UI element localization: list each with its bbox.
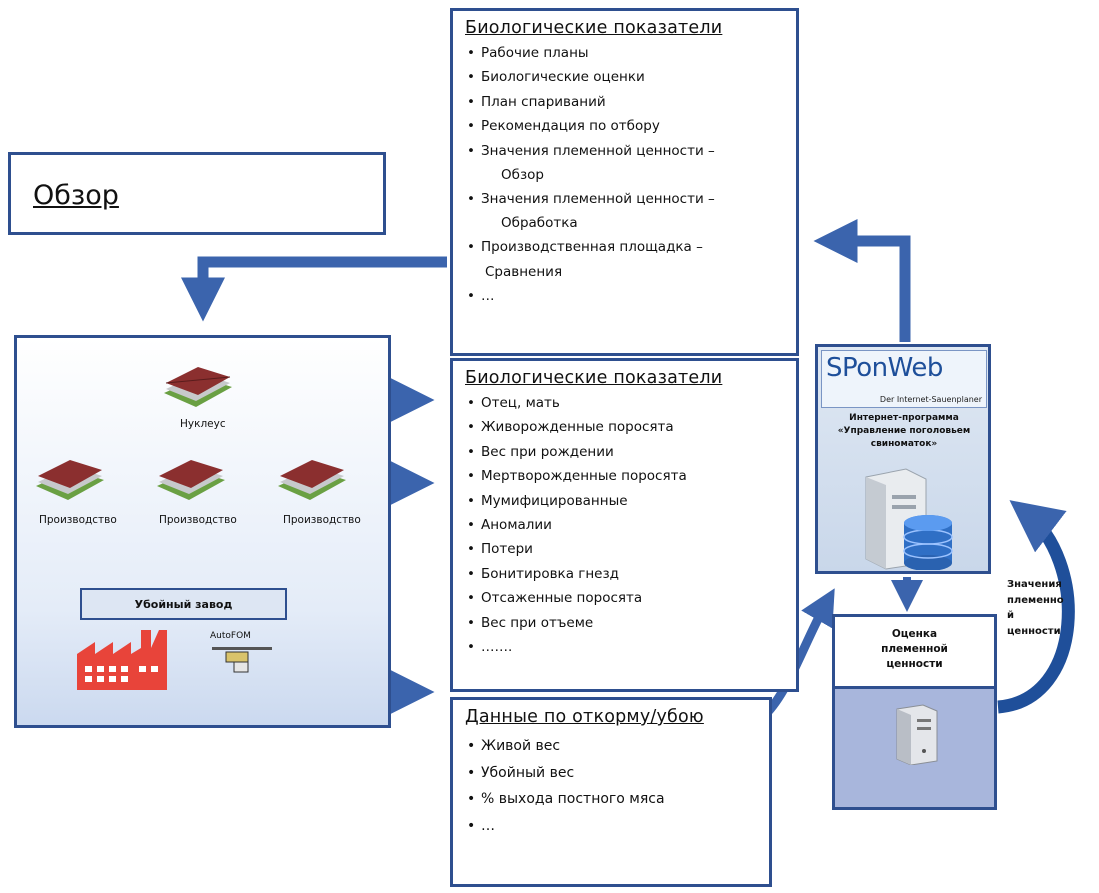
list-item: Рекомендация по отбору: [465, 114, 784, 139]
list-item: Значения племенной ценности –Обзор: [465, 139, 784, 187]
list-item: Живой вес: [465, 733, 757, 760]
fattening-list: Живой вес Убойный вес % выхода постного …: [465, 733, 757, 839]
barn-icon: [157, 460, 225, 500]
list-item: Бонитировка гнезд: [465, 562, 784, 587]
autofom-device-icon: [212, 647, 272, 673]
production-label: Производство: [283, 514, 361, 526]
list-item: Живорожденные поросята: [465, 415, 784, 440]
overview-title-box: Обзор: [8, 152, 386, 235]
sponweb-logo: SPonWeb Der Internet-Sauenplaner: [821, 350, 987, 408]
bio-list-2: Отец, мать Живорожденные поросята Вес пр…: [465, 391, 784, 660]
production-label: Производство: [39, 514, 117, 526]
sponweb-box: SPonWeb Der Internet-Sauenplaner Интерне…: [815, 344, 991, 574]
list-item: Значения племенной ценности –Обработка: [465, 187, 784, 235]
panel-heading: Биологические показатели: [465, 368, 723, 388]
list-item: Вес при отъеме: [465, 611, 784, 636]
list-item: Рабочие планы: [465, 41, 784, 66]
list-item: Отсаженные поросята: [465, 586, 784, 611]
nucleus-label: Нуклеус: [180, 418, 226, 430]
arrow-bio-to-farm: [181, 256, 447, 322]
list-item: Биологические оценки: [465, 65, 784, 90]
breeding-evaluation-box: Оценка племенной ценности: [832, 614, 997, 810]
list-item: …….: [465, 635, 784, 660]
page-title: Обзор: [33, 180, 119, 211]
list-item: Аномалии: [465, 513, 784, 538]
farm-structure-box: Нуклеус Производство Производство Произв…: [14, 335, 391, 728]
arrow-eval-to-sponweb: [997, 500, 1075, 714]
arrow-sponweb-to-bio: [813, 219, 911, 342]
list-item: Потери: [465, 537, 784, 562]
slaughterhouse-box: Убойный завод: [80, 588, 287, 620]
list-item: Убойный вес: [465, 760, 757, 787]
breeding-values-side-label: Значения племенно й ценности: [1007, 579, 1064, 637]
barn-icon: [278, 460, 346, 500]
bio-indicators-panel-2: Биологические показатели Отец, мать Живо…: [450, 358, 799, 692]
sponweb-tagline: Der Internet-Sauenplaner: [879, 395, 982, 404]
bio-indicators-panel-1: Биологические показатели Рабочие планы Б…: [450, 8, 799, 356]
list-item: Мумифицированные: [465, 489, 784, 514]
list-item: План спариваний: [465, 90, 784, 115]
panel-heading: Биологические показатели: [465, 18, 723, 38]
breeding-evaluation-label: Оценка племенной ценности: [835, 617, 994, 689]
list-item: …: [465, 284, 784, 309]
sponweb-description: Интернет-программа «Управление поголовье…: [837, 413, 971, 449]
list-item: % выхода постного мяса: [465, 786, 757, 813]
list-item: Мертворожденные поросята: [465, 464, 784, 489]
factory-icon: [77, 630, 167, 690]
panel-heading: Данные по откорму/убою: [465, 707, 704, 727]
bio-list-1: Рабочие планы Биологические оценки План …: [465, 41, 784, 309]
list-item: Вес при рождении: [465, 440, 784, 465]
slaughterhouse-label: Убойный завод: [134, 597, 233, 611]
list-item: Отец, мать: [465, 391, 784, 416]
list-item: Производственная площадка –Сравнения: [465, 235, 784, 283]
fattening-data-panel: Данные по откорму/убою Живой вес Убойный…: [450, 697, 772, 887]
list-item: …: [465, 813, 757, 840]
barn-icon: [164, 367, 232, 407]
production-label: Производство: [159, 514, 237, 526]
autofom-label: AutoFOM: [210, 631, 251, 641]
database-server-icon: [865, 468, 953, 570]
server-tower-icon: [896, 704, 938, 765]
sponweb-brand: SPonWeb: [826, 353, 943, 383]
barn-icon: [36, 460, 104, 500]
